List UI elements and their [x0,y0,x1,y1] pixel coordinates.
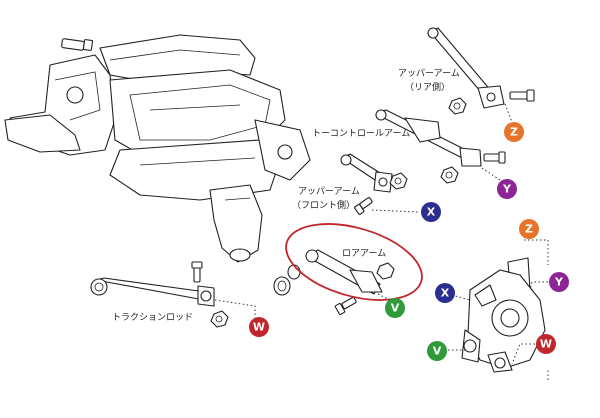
badge-y-toe-control-arm: Y [497,179,517,199]
lower-arm-washers [273,264,301,296]
svg-text:W: W [253,321,265,334]
svg-text:V: V [433,345,442,358]
label-toe-control-arm: トーコントロールアーム [312,128,410,139]
badge-y-knuckle: Y [549,272,569,292]
badge-x-knuckle: X [435,283,455,303]
badge-w-knuckle: W [536,334,556,354]
badge-z-upper-arm-rear: Z [504,122,524,142]
upper-arm-rear-nut [448,97,467,115]
svg-text:X: X [441,287,450,300]
label-lower-arm: ロアアーム [342,248,386,259]
traction-rod-bolt [191,261,203,283]
lower-arm-bolt [334,296,357,316]
svg-text:Y: Y [502,183,512,196]
toe-control-arm [375,109,506,184]
lower-arm-highlight [285,223,423,301]
upper-arm-front-nut [389,172,408,190]
badge-x-upper-arm-front: X [421,202,441,222]
svg-text:V: V [391,302,400,315]
subframe-bolt [61,38,94,51]
connector-lines [214,103,556,380]
upper-arm-rear [427,27,535,115]
svg-text:W: W [540,338,552,351]
lower-arm [273,249,395,316]
label-upper-arm-front-1: アッパーアーム [298,186,360,197]
rear-subframe [4,34,311,263]
svg-text:Z: Z [525,223,533,236]
traction-rod-nut [210,310,229,328]
traction-rod [90,261,229,328]
svg-text:X: X [427,206,436,219]
toe-control-arm-bolt [483,151,506,164]
badge-v-lower-arm: V [385,298,405,318]
label-upper-arm-front-2: （フロント側） [292,199,355,211]
label-upper-arm-rear-2: （リア側） [405,81,450,93]
badge-w-traction-rod: W [249,317,269,337]
label-upper-arm-rear-1: アッパーアーム [398,68,460,79]
badge-z-knuckle: Z [519,219,539,239]
upper-arm-rear-bolt [509,89,535,102]
lower-arm-nut [376,262,395,280]
svg-text:Y: Y [554,276,564,289]
svg-text:Z: Z [510,126,518,139]
upper-arm-front [340,153,408,215]
badge-v-knuckle: V [427,341,447,361]
rear-knuckle [461,257,546,373]
upper-arm-front-bolt [354,197,373,215]
toe-control-arm-nut [440,166,459,184]
label-traction-rod: トラクションロッド [112,312,193,323]
